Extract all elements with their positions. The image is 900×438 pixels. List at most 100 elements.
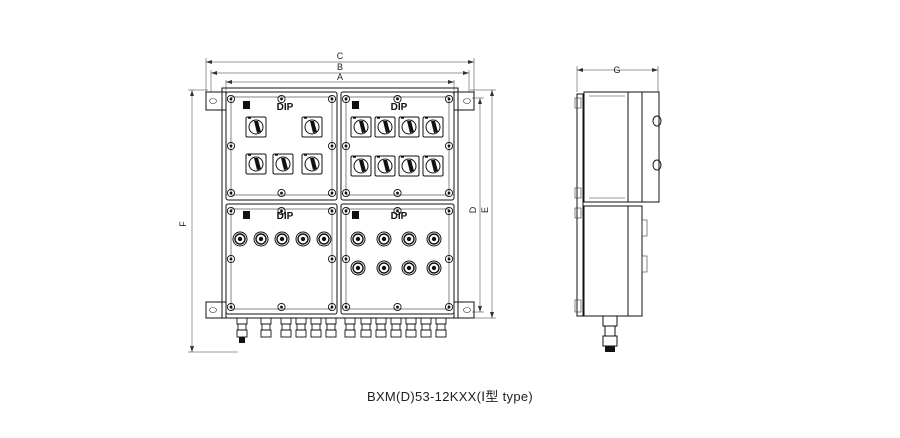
front-view: C B A F bbox=[178, 51, 496, 353]
bolt-icon bbox=[327, 94, 337, 104]
bolt-icon bbox=[444, 94, 454, 104]
brand-logo-icon bbox=[243, 211, 250, 219]
dimension-b: B bbox=[210, 62, 470, 92]
cable-gland-icon bbox=[435, 317, 447, 338]
indicator-lamp-icon bbox=[401, 231, 417, 247]
bolt-icon bbox=[327, 141, 337, 151]
bolt-icon bbox=[341, 94, 351, 104]
cable-gland-icon bbox=[405, 317, 417, 338]
bolt-icon bbox=[226, 141, 236, 151]
panel-bottom-right: DIP bbox=[340, 203, 455, 315]
bolt-icon bbox=[226, 206, 236, 216]
bolt-icon bbox=[226, 302, 236, 312]
bolt-icon bbox=[226, 188, 236, 198]
dimension-g-label: G bbox=[613, 65, 620, 75]
cable-gland-icon bbox=[602, 315, 618, 327]
cable-gland-icon bbox=[390, 317, 402, 338]
panel-bottom-left-label: DIP bbox=[277, 211, 294, 222]
bolt-icon bbox=[341, 188, 351, 198]
rotary-switch-icon bbox=[374, 155, 396, 177]
rotary-switch-icon bbox=[245, 116, 267, 138]
bolt-icon bbox=[393, 94, 402, 104]
rotary-switch-icon bbox=[398, 155, 420, 177]
bolt-icon bbox=[226, 94, 236, 104]
cable-gland-icon bbox=[420, 317, 432, 338]
rotary-switch-icon bbox=[350, 116, 372, 138]
panel-top-right: DIP bbox=[340, 91, 455, 201]
bolt-icon bbox=[341, 254, 351, 264]
dimension-g: G bbox=[576, 65, 659, 92]
enclosure-frame bbox=[221, 87, 459, 319]
bolt-icon bbox=[444, 206, 454, 216]
cable-gland-icon bbox=[360, 317, 372, 338]
dimension-a-label: A bbox=[337, 72, 343, 82]
panel-top-left: DIP bbox=[225, 91, 338, 201]
bolt-icon bbox=[393, 302, 402, 312]
cable-glands bbox=[236, 317, 447, 343]
brand-logo-icon bbox=[243, 101, 250, 109]
rotary-switch-icon bbox=[374, 116, 396, 138]
rotary-switch-icon bbox=[301, 153, 323, 175]
bolt-icon bbox=[444, 302, 454, 312]
dimension-e: E bbox=[470, 89, 496, 319]
rotary-switch-icon bbox=[350, 155, 372, 177]
bolt-icon bbox=[341, 206, 351, 216]
bolt-icon bbox=[226, 254, 236, 264]
dimension-f: F bbox=[178, 89, 238, 353]
indicator-lamp-icon bbox=[274, 231, 290, 247]
indicator-lamp-icon bbox=[426, 260, 442, 276]
panel-bottom-left: DIP bbox=[225, 203, 338, 315]
bolt-icon bbox=[341, 141, 351, 151]
indicator-lamp-icon bbox=[401, 260, 417, 276]
indicator-lamp-icon bbox=[295, 231, 311, 247]
rotary-switch-icon bbox=[272, 153, 294, 175]
cable-gland-icon bbox=[260, 317, 272, 338]
cable-gland-icon bbox=[310, 317, 322, 338]
dimension-c: C bbox=[205, 51, 475, 92]
cable-gland-icon bbox=[344, 317, 356, 338]
indicator-lamp-icon bbox=[253, 231, 269, 247]
cable-gland-icon bbox=[325, 317, 337, 338]
bolt-icon bbox=[277, 302, 286, 312]
panel-bottom-right-label: DIP bbox=[391, 211, 408, 222]
rotary-switch-icon bbox=[301, 116, 323, 138]
dimension-b-label: B bbox=[337, 62, 343, 72]
dimension-a: A bbox=[225, 72, 455, 92]
dimension-f-label: F bbox=[178, 221, 188, 227]
bolt-icon bbox=[277, 206, 286, 216]
rotary-switch-icon bbox=[422, 155, 444, 177]
bolt-icon bbox=[277, 188, 286, 198]
brand-logo-icon bbox=[352, 211, 359, 219]
indicator-lamp-icon bbox=[232, 231, 248, 247]
cable-gland-icon bbox=[280, 317, 292, 338]
bolt-icon bbox=[327, 206, 337, 216]
bolt-icon bbox=[444, 254, 454, 264]
dimension-e-label: E bbox=[480, 207, 490, 213]
bolt-icon bbox=[341, 302, 351, 312]
bolt-icon bbox=[444, 141, 454, 151]
cable-gland-icon bbox=[236, 317, 248, 343]
bolt-icon bbox=[393, 206, 402, 216]
indicator-lamp-icon bbox=[376, 260, 392, 276]
dimension-d: D bbox=[468, 97, 484, 313]
indicator-lamp-icon bbox=[316, 231, 332, 247]
indicator-lamp-icon bbox=[350, 260, 366, 276]
cable-gland-icon bbox=[375, 317, 387, 338]
cable-gland-icon bbox=[295, 317, 307, 338]
bolt-icon bbox=[393, 188, 402, 198]
indicator-lamp-icon bbox=[376, 231, 392, 247]
indicator-lamp-icon bbox=[426, 231, 442, 247]
drawing-caption: BXM(D)53-12KXX(Ⅰ型 type) bbox=[366, 389, 534, 404]
brand-logo-icon bbox=[352, 101, 359, 109]
rotary-switch-icon bbox=[245, 153, 267, 175]
rotary-switch-icon bbox=[422, 116, 444, 138]
side-view: G bbox=[574, 65, 662, 352]
bolt-icon bbox=[444, 188, 454, 198]
dimension-c-label: C bbox=[337, 51, 344, 61]
bolt-icon bbox=[327, 302, 337, 312]
bolt-icon bbox=[327, 254, 337, 264]
panel-top-left-label: DIP bbox=[277, 102, 294, 113]
bolt-icon bbox=[277, 94, 286, 104]
bolt-icon bbox=[327, 188, 337, 198]
